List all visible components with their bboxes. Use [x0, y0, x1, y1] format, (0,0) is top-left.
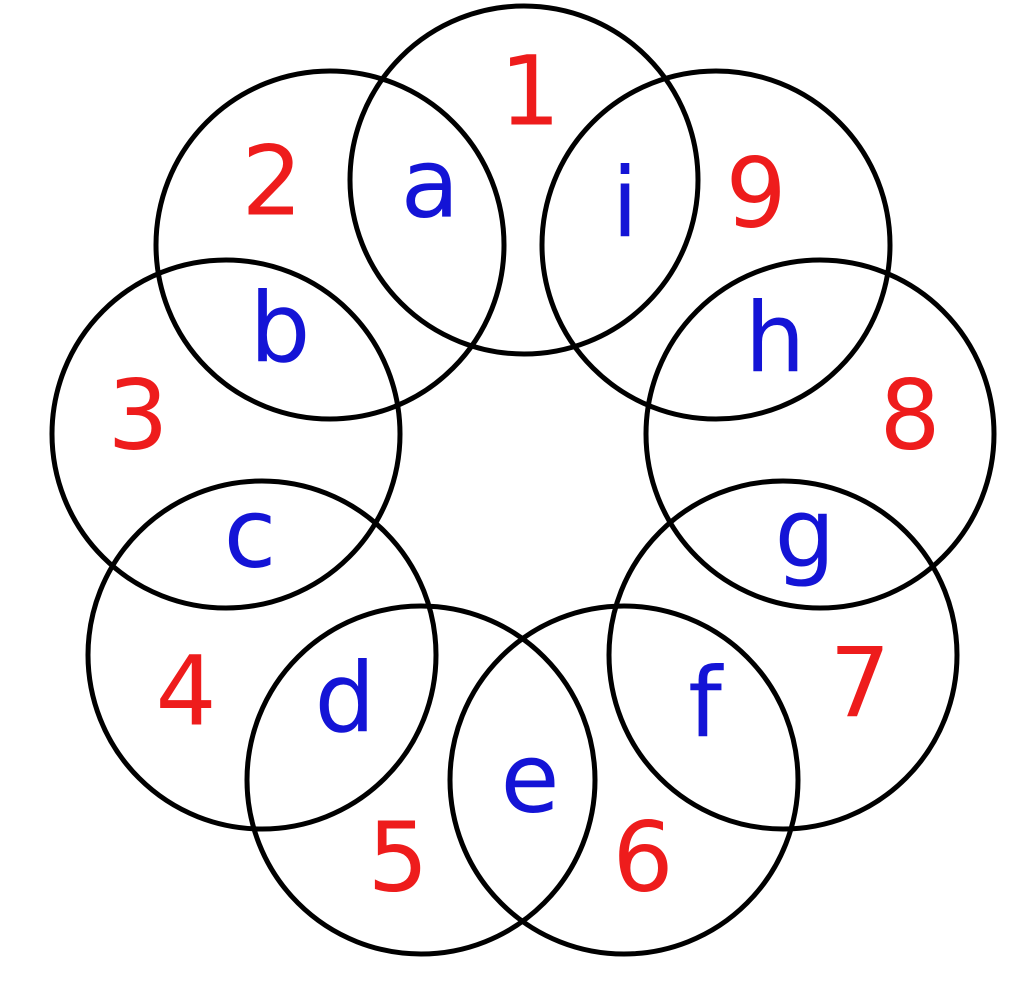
- overlap-h-letter: h: [745, 282, 806, 394]
- circle-9-number: 9: [725, 137, 786, 249]
- overlap-b-letter: b: [250, 272, 311, 384]
- circle-7-number: 7: [829, 627, 890, 739]
- overlap-e-letter: e: [500, 722, 559, 834]
- circle-8: [643, 257, 997, 611]
- overlap-i-letter: i: [612, 147, 639, 259]
- circle-5-number: 5: [367, 801, 428, 913]
- circle-2: [153, 68, 507, 422]
- overlap-g-letter: g: [775, 477, 836, 589]
- circle-4: [85, 478, 439, 832]
- circle-8-number: 8: [879, 359, 940, 471]
- circle-1: [347, 3, 701, 357]
- circle-9: [539, 68, 893, 422]
- circle-2-number: 2: [241, 125, 302, 237]
- overlap-f-letter: f: [688, 647, 724, 759]
- circle-5: [244, 603, 598, 957]
- circle-6: [447, 603, 801, 957]
- overlap-a-letter: a: [401, 127, 460, 239]
- circle-1-number: 1: [499, 35, 560, 147]
- circle-3: [49, 257, 403, 611]
- circle-3-number: 3: [107, 359, 168, 471]
- circle-4-number: 4: [155, 635, 216, 747]
- circle-7: [606, 478, 960, 832]
- circle-6-number: 6: [612, 801, 673, 913]
- overlap-d-letter: d: [315, 642, 376, 754]
- overlap-c-letter: c: [224, 477, 277, 589]
